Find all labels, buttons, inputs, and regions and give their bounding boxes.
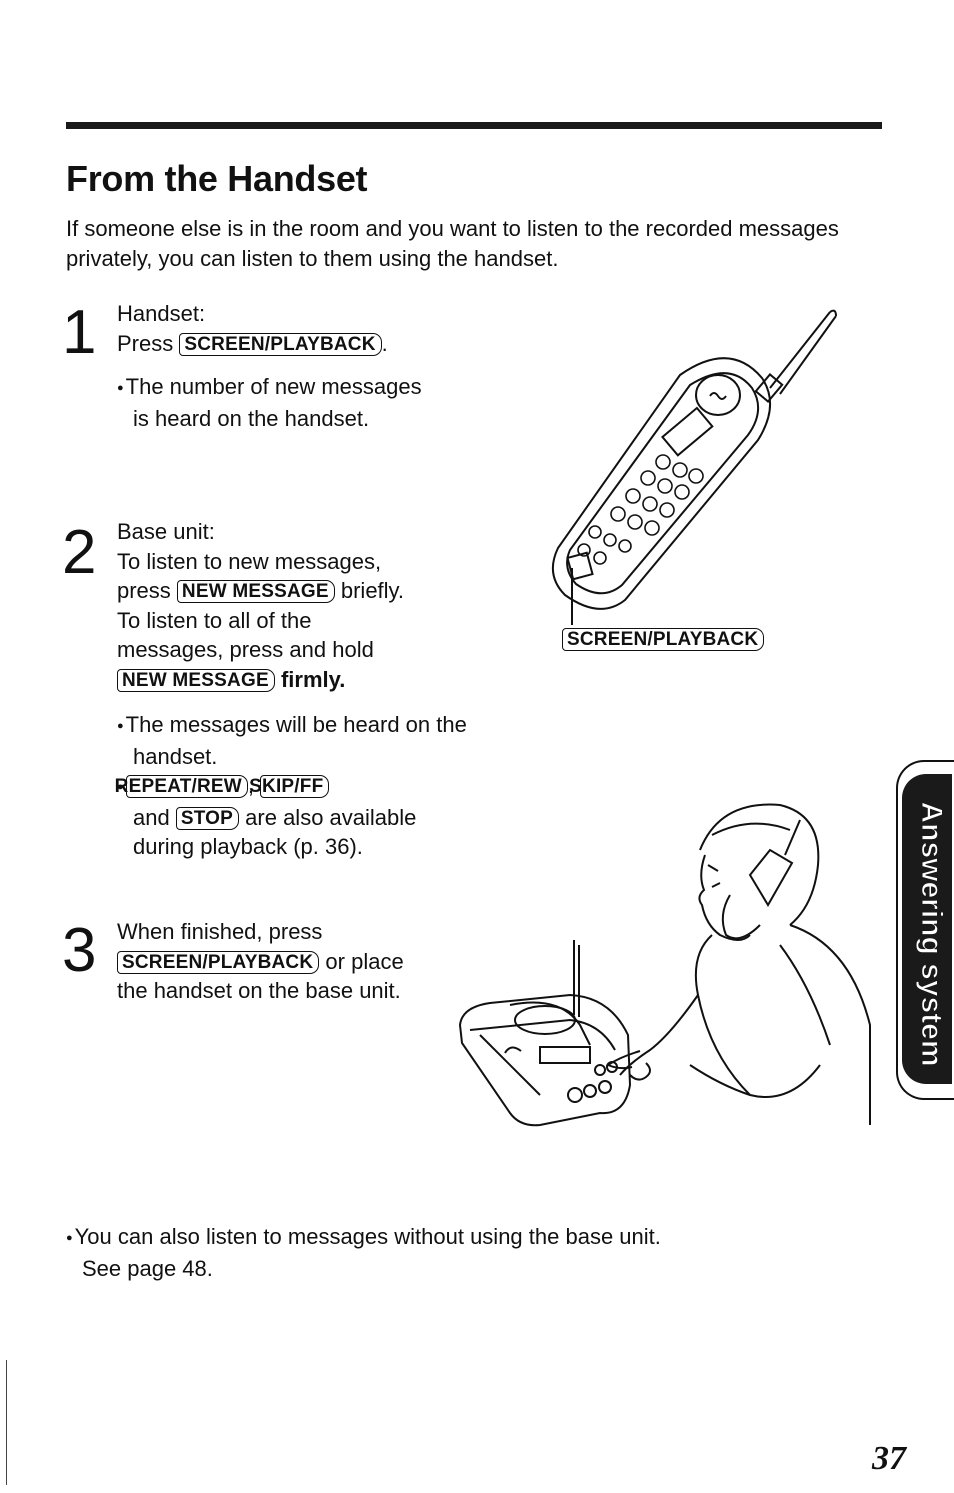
skip-ff-key: SKIP/FF <box>249 775 330 798</box>
intro-paragraph: If someone else is in the room and you w… <box>66 216 839 271</box>
step-3-text: When finished, press SCREEN/PLAYBACK or … <box>117 919 404 1003</box>
step-1-label: Handset: <box>117 301 206 326</box>
screen-playback-key-2: SCREEN/PLAYBACK <box>117 950 320 974</box>
step-number-3: 3 <box>62 916 97 985</box>
footer-note: You can also listen to messages without … <box>66 1222 826 1283</box>
step-2-notes: The messages will be heard on the handse… <box>115 710 477 862</box>
margin-line <box>6 1360 7 1485</box>
stop-key: STOP <box>175 806 240 830</box>
repeat-rew-key: REPEAT/REW <box>115 775 248 798</box>
page-number: 37 <box>872 1440 906 1477</box>
side-tab-label: Answering system <box>915 801 949 1067</box>
section-rule <box>66 122 882 129</box>
person-base-unit-illustration <box>458 803 871 1127</box>
step-number-1: 1 <box>62 298 97 367</box>
section-side-tab: Answering system <box>896 760 954 1100</box>
screen-playback-key: SCREEN/PLAYBACK <box>179 332 382 356</box>
step-1-instruction: Press SCREEN/PLAYBACK. <box>117 330 388 356</box>
step-1-note: The number of new messages is heard on t… <box>117 372 437 433</box>
figure-callout: SCREEN/PLAYBACK <box>562 628 765 651</box>
new-message-key-2: NEW MESSAGE <box>117 668 275 692</box>
step-2-text: Base unit: To listen to new messages, pr… <box>117 519 405 692</box>
step-number-2: 2 <box>62 518 97 587</box>
handset-illustration <box>551 309 837 625</box>
new-message-key: NEW MESSAGE <box>176 580 335 603</box>
page-title: From the Handset <box>66 158 368 199</box>
step-1-text: Handset: Press SCREEN/PLAYBACK. <box>117 299 477 358</box>
